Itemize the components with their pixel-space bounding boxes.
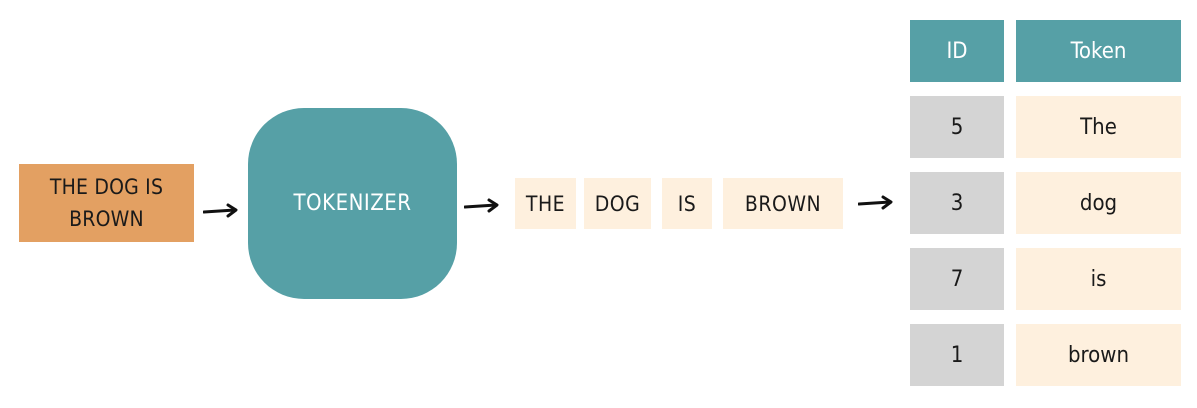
table-cell-id: 3 (910, 172, 1004, 234)
table-cell-token: is (1016, 248, 1181, 310)
table-header-token: Token (1016, 20, 1181, 82)
table-cell-token: dog (1016, 172, 1181, 234)
table-cell-token: The (1016, 96, 1181, 158)
token-chip-label: DOG (594, 191, 641, 216)
token-chip-label: IS (677, 191, 697, 216)
token-chip: DOG (584, 178, 651, 229)
table-cell-token: brown (1016, 324, 1181, 386)
input-text-line-2: BROWN (69, 207, 144, 231)
table-cell-id: 7 (910, 248, 1004, 310)
header-token-label: Token (1070, 38, 1127, 64)
token-value: brown (1067, 342, 1130, 368)
token-chip-label: THE (525, 191, 566, 216)
token-chip: IS (662, 178, 712, 229)
id-value: 1 (950, 342, 964, 368)
id-value: 7 (950, 266, 964, 292)
table-cell-id: 1 (910, 324, 1004, 386)
input-text-line-1: THE DOG IS (49, 175, 164, 199)
arrow-right-icon (203, 203, 238, 218)
token-value: The (1080, 114, 1117, 140)
header-id-label: ID (946, 38, 968, 64)
token-value: is (1090, 266, 1107, 292)
table-header-id: ID (910, 20, 1004, 82)
tokenizer-label: TOKENIZER (293, 191, 412, 216)
id-value: 3 (950, 190, 964, 216)
input-text-box: THE DOG IS BROWN (19, 164, 194, 242)
token-value: dog (1079, 190, 1118, 216)
token-chip: THE (515, 178, 576, 229)
token-chip-label: BROWN (744, 191, 822, 216)
arrow-right-icon (858, 195, 893, 210)
arrow-right-icon (464, 198, 499, 213)
token-chip: BROWN (723, 178, 843, 229)
id-value: 5 (950, 114, 964, 140)
table-cell-id: 5 (910, 96, 1004, 158)
tokenizer-block: TOKENIZER (248, 108, 457, 299)
